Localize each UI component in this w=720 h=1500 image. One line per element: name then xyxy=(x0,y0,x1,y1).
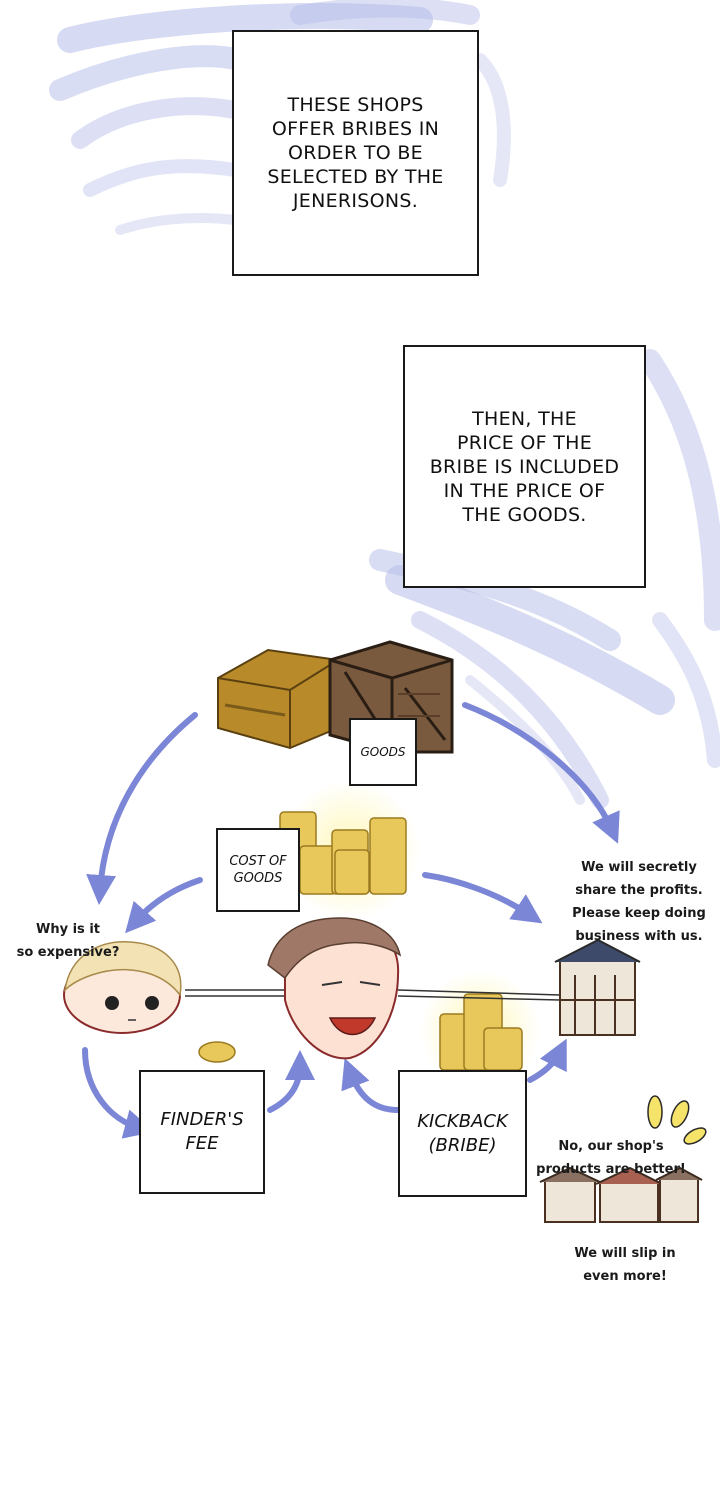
single-coin xyxy=(198,1041,236,1063)
label-kickback-text: KICKBACK (BRIBE) xyxy=(417,1110,508,1156)
brush-texture-top xyxy=(49,0,511,235)
speech-shop-bottom-1: No, our shop's products are better! xyxy=(536,1139,686,1177)
label-finders-fee-text: FINDER'S FEE xyxy=(160,1109,244,1154)
label-cost-of-goods: COST OF GOODS xyxy=(216,828,300,912)
speech-shop-bottom-2: We will slip in even more! xyxy=(574,1246,676,1284)
shop-buildings-bottom xyxy=(539,1166,703,1223)
flow-arrows xyxy=(82,702,620,1139)
shop-building-top xyxy=(554,938,641,1036)
merchant-character xyxy=(267,917,402,1060)
label-goods: GOODS xyxy=(349,718,417,786)
suitcase xyxy=(217,648,339,750)
narration-box-1: THESE SHOPS OFFER BRIBES IN ORDER TO BE … xyxy=(232,30,479,276)
speech-shop-top: We will secretly share the profits. Plea… xyxy=(572,860,706,944)
coin-stacks-right xyxy=(439,993,523,1071)
customer-character xyxy=(63,941,182,1034)
label-goods-text: GOODS xyxy=(360,745,406,759)
speech-customer: Why is it so expensive? xyxy=(16,922,120,960)
label-kickback: KICKBACK (BRIBE) xyxy=(398,1070,527,1197)
label-cost-of-goods-text: COST OF GOODS xyxy=(229,854,287,886)
label-finders-fee: FINDER'S FEE xyxy=(139,1070,265,1194)
narration-box-2: THEN, THE PRICE OF THE BRIBE IS INCLUDED… xyxy=(403,345,646,588)
emphasis-marks xyxy=(647,1095,707,1145)
narration-text-2: THEN, THE PRICE OF THE BRIBE IS INCLUDED… xyxy=(429,407,620,526)
connection-lines xyxy=(185,989,561,1001)
narration-text-1: THESE SHOPS OFFER BRIBES IN ORDER TO BE … xyxy=(267,94,444,212)
